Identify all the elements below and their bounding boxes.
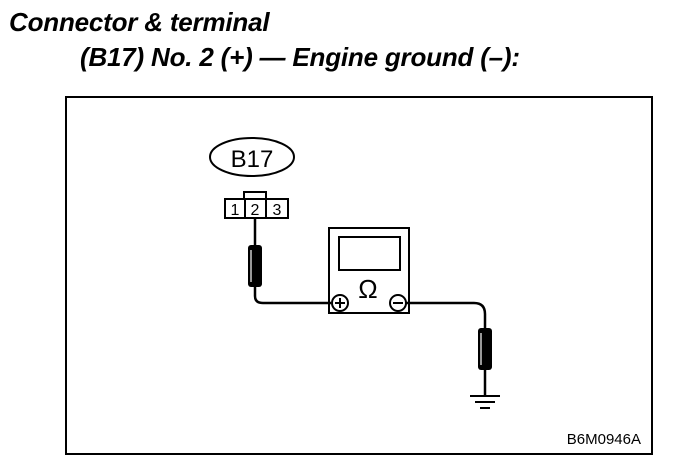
ohmmeter-body (328, 227, 410, 314)
connector-lock-tab (243, 191, 267, 200)
negative-lead-wire (406, 301, 487, 328)
negative-probe (478, 328, 492, 395)
diagram-frame (65, 96, 653, 455)
ohmmeter-display (338, 236, 401, 271)
negative-probe-handle (478, 328, 492, 370)
terminal-1-label: 1 (231, 202, 240, 219)
terminal-2-label: 2 (251, 202, 260, 219)
connector-label-ellipse (209, 137, 295, 177)
heading-line-1: Connector & terminal (9, 7, 270, 37)
figure-code: B6M0946A (567, 431, 641, 448)
connector-b17: 1 2 3 (224, 191, 289, 219)
connector-label: B17 (209, 137, 295, 177)
plus-terminal-icon (331, 294, 349, 312)
positive-probe-handle (248, 245, 262, 287)
ground-icon (470, 395, 500, 409)
positive-lead-wire (253, 287, 331, 305)
heading-line-2: (B17) No. 2 (+) — Engine ground (–): (80, 42, 520, 72)
terminal-3-label: 3 (273, 202, 282, 219)
minus-terminal-icon (389, 294, 407, 312)
positive-probe (248, 218, 262, 287)
ohm-symbol: Ω (358, 274, 377, 304)
connector-id-text: B17 (231, 146, 274, 173)
ohmmeter: Ω (328, 227, 410, 314)
